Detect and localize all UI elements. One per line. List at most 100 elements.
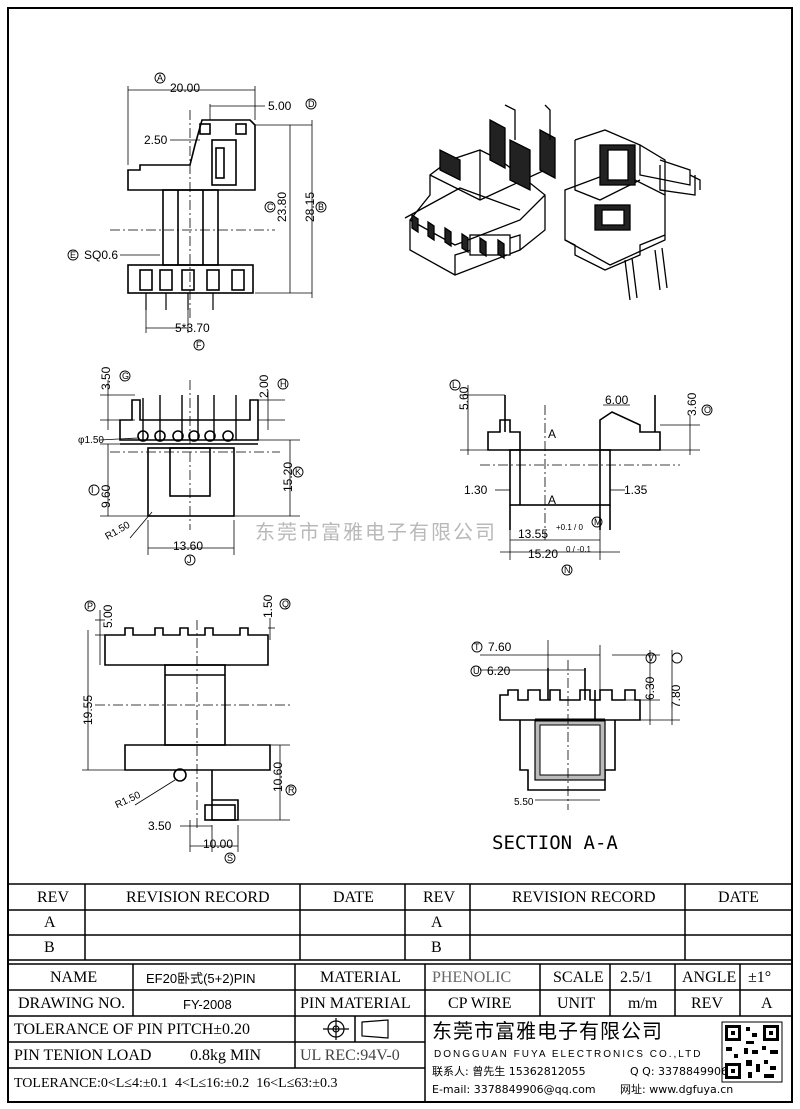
watermark: 东莞市富雅电子有限公司 [255,520,497,544]
ref-circle-p: P [87,601,94,611]
company-name-en: DONGGUAN FUYA ELECTRONICS CO.,LTD [434,1049,703,1060]
dim-s-560: 5.60 [457,386,471,410]
ref-circle-l: L [452,380,458,390]
rev-row-a-left: A [44,914,56,931]
dim-bot-350: 3.50 [148,819,172,833]
section-title: SECTION A-A [492,832,618,854]
angle-label: ANGLE [682,969,737,986]
dim-side-1520: 15.20 [281,461,295,492]
name-value: EF20卧式(5+2)PIN [146,971,256,986]
ref-circle-q: Q [282,599,290,609]
dim-side-350: 3.50 [99,366,113,390]
ref-circle-v: V [648,653,655,663]
ref-circle-b: B [318,202,325,212]
drawing-no-value: FY-2008 [183,997,232,1012]
dim-a-780: 7.80 [669,684,683,708]
title-block-grid [8,883,792,1102]
dim-bot-1000: 10.00 [203,837,234,851]
pin-tension-value: 0.8kg MIN [190,1047,262,1064]
section-aa-view [470,640,683,810]
dim-s-1355-tol: +0.1 / 0 [556,523,583,532]
section-marker-a-top: A [548,427,557,441]
angle-value: ±1° [748,969,772,986]
ref-circle-s: S [227,853,234,863]
ref-circle-a: A [157,73,164,83]
ref-circle-d: D [308,99,315,109]
qr-code [721,1021,783,1083]
ref-circle-o: O [704,405,712,415]
dim-s-130: 1.30 [464,483,488,497]
ref-circle-j: J [187,555,192,565]
ref-circle-r: R [288,785,295,795]
company-web: 网址: www.dgfuya.cn [620,1083,734,1096]
company-name-cn: 东莞市富雅电子有限公司 [432,1019,663,1043]
revision-record-header-left: REVISION RECORD [126,889,270,906]
dim-sq: SQ0.6 [84,248,119,262]
scale-value: 2.5/1 [620,969,653,986]
dim-bot-1955: 19.55 [81,694,95,725]
ref-circle-c: C [267,202,274,212]
date-header-right: DATE [718,889,759,906]
dim-a-620: 6.20 [487,664,511,678]
pin-material-label: PIN MATERIAL [300,995,411,1012]
dim-s-1520: 15.20 [528,547,559,561]
material-value: PHENOLIC [432,969,512,986]
dim-pitch: 5*3.70 [175,321,210,335]
dim-s-1355: 13.55 [518,527,549,541]
ref-circle-i: I [91,485,94,495]
dim-top-2815: 28.15 [303,191,317,222]
ref-circle-g: G [122,371,130,381]
ref-circle-u: U [473,666,480,676]
dim-a-760: 7.60 [488,640,512,654]
dim-a-550: 5.50 [514,797,534,808]
rev-label: REV [691,995,723,1012]
dim-top-5: 5.00 [268,99,292,113]
pin-tension-label: PIN TENION LOAD [14,1047,152,1064]
rev-header-left: REV [37,889,69,906]
rev-header-right: REV [423,889,455,906]
general-tolerance: TOLERANCE:0<L≤4:±0.1 4<L≤16:±0.2 16<L≤63… [14,1076,338,1091]
rev-value: A [761,995,773,1012]
scale-label: SCALE [553,969,604,986]
dim-bot-150: 1.50 [261,594,275,618]
material-label: MATERIAL [320,969,401,986]
ref-circle-f: F [196,340,202,350]
revision-record-header-right: REVISION RECORD [512,889,656,906]
dim-s-600: 6.00 [605,393,629,407]
dim-bot-1060: 10.60 [271,761,285,792]
side-view [88,370,304,566]
dim-side-1360: 13.60 [173,539,204,553]
rev-row-b-right: B [431,939,442,956]
dim-side-200: 2.00 [257,374,271,398]
dim-top-250: 2.50 [144,133,168,147]
ul-rating: UL REC:94V-0 [300,1047,400,1064]
projection-symbol [323,1018,389,1040]
company-qq: Q Q: 3378849906 [630,1065,729,1078]
name-label: NAME [50,969,98,986]
dim-a-630: 6.30 [643,676,657,700]
ref-circle-n: N [564,565,571,575]
ref-circle-h: H [280,379,287,389]
unit-value: m/m [628,995,658,1012]
company-email: E-mail: 3378849906@qq.com [432,1083,596,1096]
dim-s-360: 3.60 [685,392,699,416]
ref-circle-m: M [594,517,602,527]
pin-pitch-tolerance: TOLERANCE OF PIN PITCH±0.20 [14,1021,251,1038]
drawing-no-label: DRAWING NO. [18,995,126,1012]
ref-circle-k: K [295,467,302,477]
dim-side-d150: φ1.50 [78,435,104,446]
top-view [67,72,327,351]
dim-bot-500: 5.00 [101,604,115,628]
isometric-view [404,104,701,301]
company-contact: 联系人: 曾先生 15362812055 [432,1065,586,1078]
dim-s-1520-tol: 0 / -0.1 [566,545,591,554]
dim-top-width: 20.00 [170,81,201,95]
ref-circle-t: T [474,642,480,652]
rev-row-a-right: A [431,914,443,931]
bottom-view [82,598,297,864]
dim-s-135: 1.35 [624,483,648,497]
dim-side-960: 9.60 [99,484,113,508]
unit-label: UNIT [557,995,596,1012]
date-header-left: DATE [333,889,374,906]
